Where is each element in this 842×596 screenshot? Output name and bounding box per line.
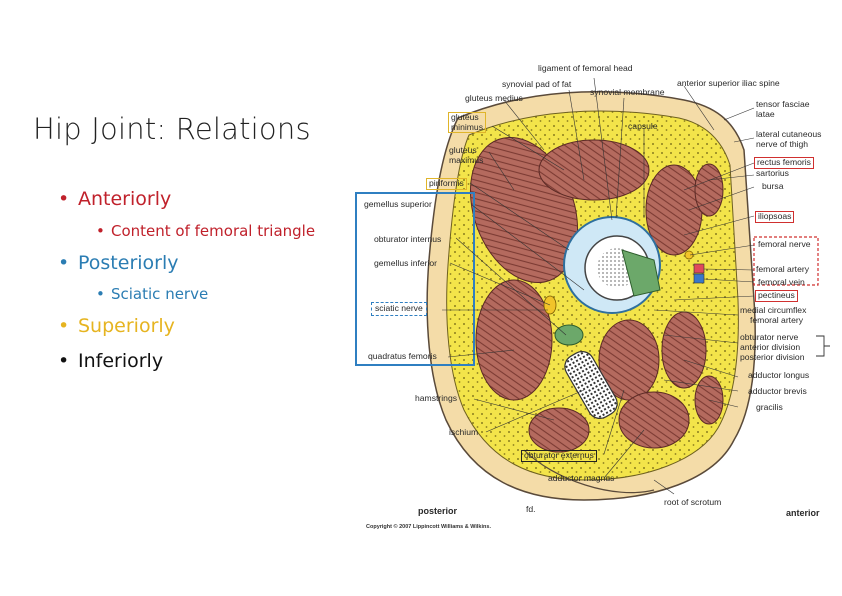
hamstrings-shape [528, 407, 590, 453]
bullet-superiorly: •Superiorly [58, 315, 175, 337]
label-medial-circumflex-2: femoral artery [750, 315, 804, 325]
label-quadratus-femoris: quadratus femoris [368, 351, 437, 361]
sartorius-shape [694, 163, 724, 217]
femoral-vein-shape [693, 273, 705, 284]
gluteus-medius-shape [538, 139, 650, 201]
sub-bullet-sciatic-nerve: •Sciatic nerve [96, 285, 209, 303]
label-root-of-scrotum: root of scrotum [664, 497, 722, 507]
label-sciatic-nerve: sciatic nerve [371, 302, 427, 316]
label-gluteus-maximus-1: gluteus [449, 145, 477, 155]
label-obturator-internus: obturator internus [374, 234, 442, 244]
label-obturator-nerve: obturator nerve [740, 332, 799, 342]
label-tensor-fasciae-1: tensor fasciae [756, 99, 810, 109]
obturator-internus-tendon-shape [554, 324, 584, 346]
label-medial-circumflex-1: medial circumflex [740, 305, 807, 315]
copyright-notice: Copyright © 2007 Lippincott Williams & W… [366, 524, 491, 530]
label-ischium: ischium [449, 427, 479, 437]
label-gluteus-maximus-2: maximus [449, 155, 484, 165]
label-signature: fd. [526, 504, 536, 514]
label-anterior: anterior [786, 508, 820, 518]
femoral-triangle-box [753, 236, 819, 286]
label-bursa: bursa [762, 181, 784, 191]
label-obturator-posterior-division: posterior division [740, 352, 805, 362]
label-femoral-artery: femoral artery [756, 264, 810, 274]
adductor-longus-shape [661, 311, 707, 389]
bullet-inferiorly: •Inferiorly [58, 350, 164, 372]
label-pectineus: pectineus [755, 290, 798, 302]
label-lateral-cutaneous-2: nerve of thigh [756, 139, 809, 149]
label-gracilis: gracilis [756, 402, 783, 412]
bullet-anteriorly: •Anteriorly [58, 188, 172, 210]
quadratus-femoris-shape [475, 279, 553, 401]
label-femoral-nerve: femoral nerve [758, 239, 811, 249]
label-gluteus-minimus: gluteus minimus [448, 112, 486, 133]
adductor-magnus-shape [618, 391, 690, 449]
posterior-relations-box [355, 192, 475, 366]
scrotum-outline [523, 449, 655, 494]
label-posterior: posterior [418, 506, 458, 516]
femoral-nerve-shape [684, 250, 694, 260]
label-adductor-magnus: adductor magnus [548, 473, 615, 483]
label-gemellus-superior: gemellus superior [364, 199, 432, 209]
label-sartorius: sartorius [756, 168, 789, 178]
ligament-shape [621, 249, 661, 297]
label-synovial-membrane: synovial membrane [590, 87, 665, 97]
label-hamstrings: hamstrings [415, 393, 458, 403]
bullet-posteriorly: •Posteriorly [58, 252, 179, 274]
label-capsule: capsule [628, 121, 658, 131]
label-femoral-vein: femoral vein [758, 277, 805, 287]
hip-cross-section-figure: ligament of femoral head synovial pad of… [354, 60, 838, 538]
femoral-artery-shape [693, 263, 705, 274]
label-iliopsoas: iliopsoas [755, 211, 795, 223]
anatomy-illustration [355, 77, 830, 501]
label-anterior-superior-iliac-spine: anterior superior iliac spine [677, 78, 780, 88]
sub-bullet-femoral-triangle: •Content of femoral triangle [96, 222, 316, 240]
label-gluteus-medius: gluteus medius [465, 93, 523, 103]
label-tensor-fasciae-2: latae [756, 109, 775, 119]
label-ligament-of-femoral-head: ligament of femoral head [538, 63, 633, 73]
label-synovial-pad-of-fat: synovial pad of fat [502, 79, 572, 89]
obturator-nerve-bracket [816, 335, 830, 357]
leader-lines [442, 77, 755, 495]
label-lateral-cutaneous-1: lateral cutaneous [756, 129, 822, 139]
slide-title: Hip Joint: Relations [33, 112, 311, 146]
label-obturator-anterior-division: anterior division [740, 342, 801, 352]
label-obturator-externus: obturator externus [521, 450, 597, 462]
label-gemellus-inferior: gemellus inferior [374, 258, 438, 268]
label-adductor-longus: adductor longus [748, 370, 810, 380]
label-adductor-brevis: adductor brevis [748, 386, 807, 396]
label-rectus-femoris: rectus femoris [754, 157, 814, 169]
label-piriformis: piriformis [426, 178, 467, 190]
